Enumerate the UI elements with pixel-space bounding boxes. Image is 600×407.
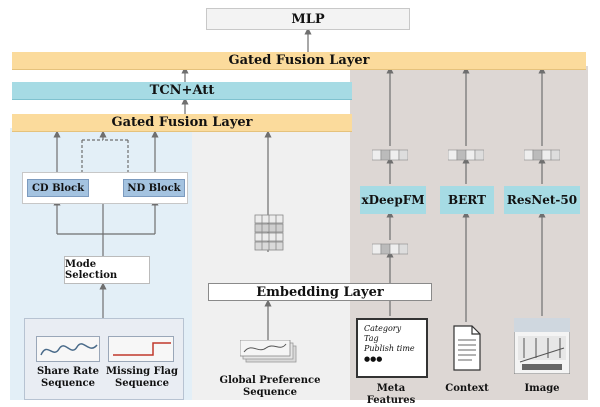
context-label: Context (445, 383, 489, 394)
embedding-layer: Embedding Layer (208, 283, 432, 301)
bert-encoder: BERT (440, 186, 494, 214)
missing-flag-step-icon (108, 336, 174, 362)
share-rate-curve-icon (36, 336, 100, 362)
global-preference-sequence-label: Global Preference Sequence (219, 375, 321, 398)
image-feature-vector (523, 146, 561, 161)
meta-item-more: ●●● (364, 354, 383, 363)
tcn-att-layer: TCN+Att (12, 82, 352, 100)
missing-flag-sequence-label: Missing Flag Sequence (105, 366, 179, 389)
xdeepfm-encoder: xDeepFM (360, 186, 426, 214)
meta-item-tag: Tag (364, 334, 379, 343)
document-icon (452, 324, 482, 374)
meta-item-category: Category (364, 324, 402, 333)
gated-fusion-layer-left: Gated Fusion Layer (12, 114, 352, 132)
cd-block: CD Block (27, 179, 89, 197)
preference-sequence-icon (239, 339, 298, 364)
meta-features-label: Meta Features (366, 383, 416, 406)
share-rate-sequence-label: Share Rate Sequence (36, 366, 100, 389)
mode-selection-box: Mode Selection (64, 256, 150, 284)
resnet-encoder: ResNet-50 (504, 186, 580, 214)
meta-features-card: Category Tag Publish time ●●● (356, 318, 428, 378)
mlp-box: MLP (206, 8, 410, 30)
image-label: Image (524, 383, 560, 394)
image-thumbnail-icon (513, 317, 571, 375)
meta-input-vector (371, 240, 409, 255)
meta-item-publish-time: Publish time (364, 344, 415, 353)
embedding-vector-icon (254, 214, 284, 252)
meta-feature-vector (371, 146, 409, 161)
gated-fusion-layer-top: Gated Fusion Layer (12, 52, 586, 70)
context-feature-vector (447, 146, 485, 161)
nd-block: ND Block (123, 179, 185, 197)
